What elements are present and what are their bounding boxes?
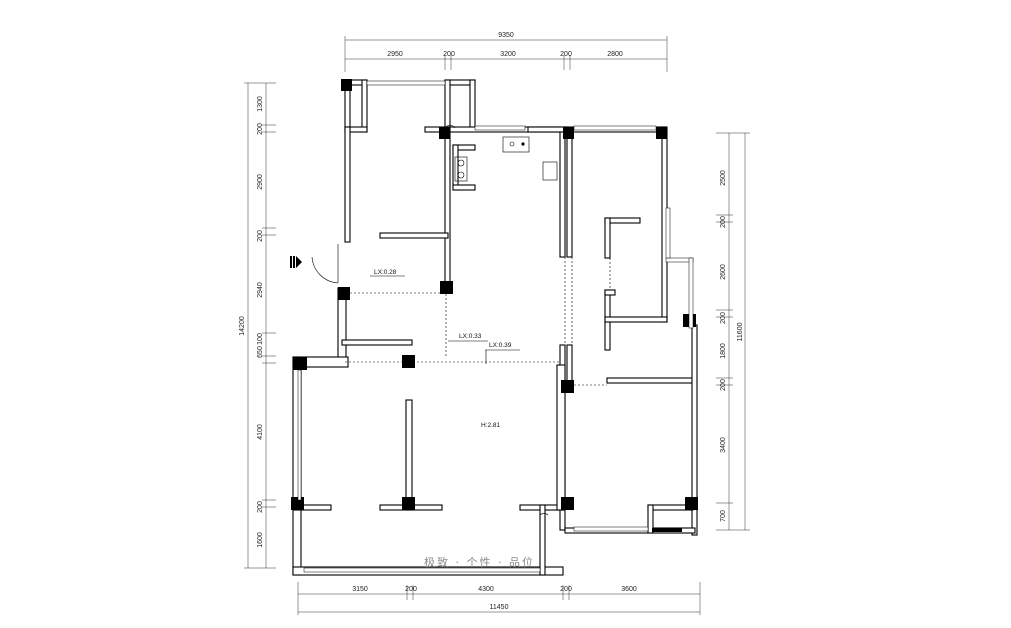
left-dim-9: 200 bbox=[257, 501, 264, 513]
kitchen-fridge bbox=[542, 161, 558, 181]
kitchen-stove bbox=[454, 156, 468, 182]
left-dimensions: 1300 200 2900 200 2940 650 100 4100 200 … bbox=[239, 82, 276, 569]
right-dim-5: 1800 bbox=[720, 343, 727, 359]
bottom-dim-2: 200 bbox=[405, 586, 417, 593]
right-dim-2: 200 bbox=[720, 216, 727, 228]
lx-label-2: LX:0.33 bbox=[448, 333, 488, 342]
beam-lines bbox=[345, 257, 611, 386]
lx-label-1: LX:0.28 bbox=[370, 269, 405, 277]
bottom-dimensions: 3150 200 4300 200 3600 11450 bbox=[297, 582, 701, 615]
right-dimensions: 2500 200 2600 200 1800 200 3400 700 1160… bbox=[716, 132, 750, 531]
right-dim-8: 700 bbox=[720, 510, 727, 522]
left-dim-5: 2940 bbox=[257, 282, 264, 298]
watermark: 极致 · 个性 · 品位 bbox=[424, 555, 535, 569]
top-dim-3: 3200 bbox=[500, 51, 516, 58]
left-dim-6: 650 bbox=[257, 346, 264, 358]
walls bbox=[292, 79, 698, 576]
right-total-dim: 11600 bbox=[737, 322, 744, 341]
columns bbox=[291, 79, 698, 532]
bottom-total-dim: 11450 bbox=[490, 604, 509, 611]
entrance-arrow-icon bbox=[290, 256, 302, 268]
top-dim-4: 200 bbox=[560, 51, 572, 58]
right-dim-1: 2500 bbox=[720, 170, 727, 186]
lx-label-3: LX:0.39 bbox=[485, 342, 520, 364]
right-dim-6: 200 bbox=[720, 379, 727, 391]
top-dim-1: 2950 bbox=[387, 51, 403, 58]
left-dim-1: 1300 bbox=[257, 96, 264, 112]
windows bbox=[297, 80, 694, 573]
bottom-dim-5: 3600 bbox=[621, 586, 637, 593]
kitchen-sink bbox=[502, 136, 530, 153]
right-dim-3: 2600 bbox=[720, 264, 727, 280]
bottom-dim-4: 200 bbox=[560, 586, 572, 593]
left-dim-4: 200 bbox=[257, 230, 264, 242]
left-dim-7: 100 bbox=[257, 333, 264, 345]
top-dim-5: 2800 bbox=[607, 51, 623, 58]
top-dim-2: 200 bbox=[443, 51, 455, 58]
right-dim-7: 3400 bbox=[720, 437, 727, 453]
right-dim-4: 200 bbox=[720, 312, 727, 324]
left-dim-8: 4100 bbox=[257, 424, 264, 440]
left-total-dim: 14200 bbox=[239, 316, 246, 336]
ceiling-height-label: H:2.81 bbox=[481, 422, 501, 429]
bottom-dim-3: 4300 bbox=[478, 586, 494, 593]
lx-label-2-text: LX:0.33 bbox=[459, 333, 482, 340]
left-dim-10: 1600 bbox=[257, 532, 264, 548]
lx-label-3-text: LX:0.39 bbox=[489, 342, 512, 349]
left-dim-3: 2900 bbox=[257, 174, 264, 190]
top-total-dim: 9350 bbox=[498, 32, 514, 39]
lx-label-1-text: LX:0.28 bbox=[374, 269, 397, 276]
bottom-dim-1: 3150 bbox=[352, 586, 368, 593]
door-swing bbox=[311, 125, 549, 516]
left-dim-2: 200 bbox=[257, 123, 264, 135]
top-dimensions: 9350 2950 200 3200 200 2800 bbox=[344, 32, 668, 72]
